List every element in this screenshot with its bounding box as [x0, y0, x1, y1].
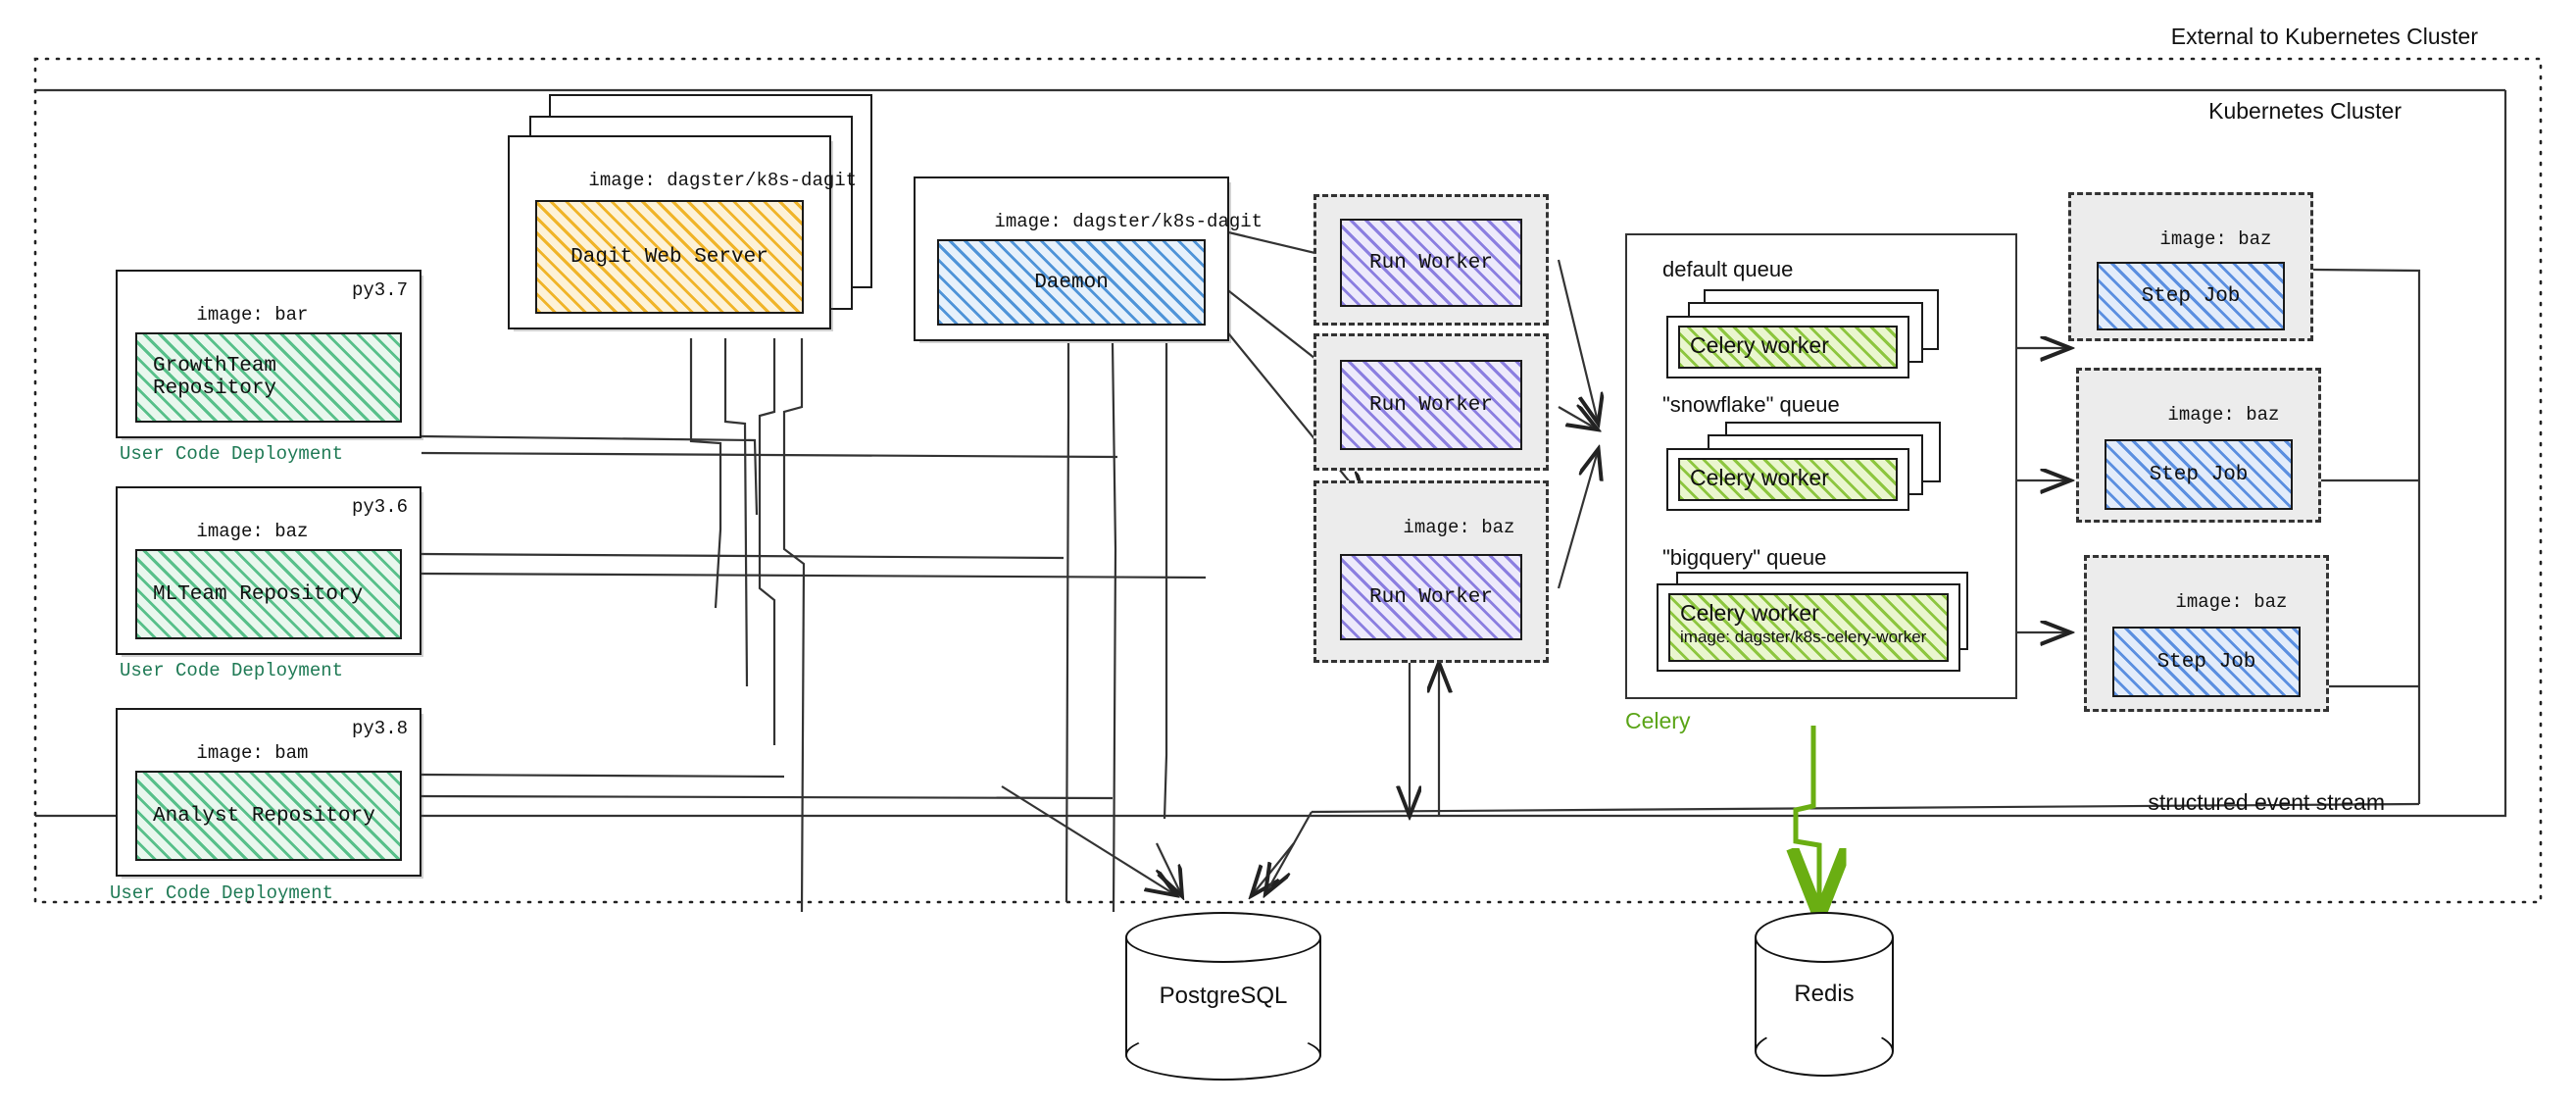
celery-worker-image-3: image: dagster/k8s-celery-worker: [1680, 628, 1927, 646]
deployment-2-caption: User Code Deployment: [120, 660, 344, 681]
celery-worker-label-3: Celery worker: [1680, 600, 1819, 626]
postgresql-cylinder-bottom: [1125, 1030, 1321, 1081]
datastore-redis[interactable]: Redis: [1755, 912, 1894, 1077]
celery-worker-card-1[interactable]: Celery worker: [1666, 316, 1909, 378]
postgresql-cylinder-top: [1125, 912, 1321, 963]
run-worker-pod-1[interactable]: Run Worker: [1313, 194, 1549, 326]
deployment-1-caption: User Code Deployment: [120, 443, 344, 465]
repository-box-mlteam[interactable]: MLTeam Repository: [135, 549, 402, 639]
queue-label-snowflake: "snowflake" queue: [1662, 392, 1840, 417]
redis-cylinder-bottom: [1755, 1026, 1894, 1077]
queue-label-default: default queue: [1662, 257, 1794, 281]
celery-worker-box-1[interactable]: Celery worker: [1678, 326, 1898, 369]
celery-worker-box-3[interactable]: Celery worker image: dagster/k8s-celery-…: [1668, 593, 1949, 662]
step-job-pod-2[interactable]: image: baz tag: 6 Step Job: [2076, 368, 2321, 523]
celery-label: Celery: [1625, 708, 1691, 733]
structured-event-stream-label: structured event stream: [2148, 789, 2385, 815]
celery-worker-card-2[interactable]: Celery worker: [1666, 448, 1909, 511]
step-job-box-1[interactable]: Step Job: [2097, 262, 2285, 330]
redis-label: Redis: [1794, 981, 1855, 1007]
deployment-2-python: py3.6: [351, 496, 408, 518]
postgresql-label: PostgreSQL: [1159, 982, 1288, 1009]
run-worker-pod-3[interactable]: image: baz tag: 6 Run Worker: [1313, 480, 1549, 663]
run-worker-box-1[interactable]: Run Worker: [1340, 219, 1522, 307]
repository-box-analyst[interactable]: Analyst Repository: [135, 771, 402, 861]
deployment-3-python: py3.8: [351, 718, 408, 739]
datastore-postgresql[interactable]: PostgreSQL: [1125, 912, 1321, 1081]
celery-worker-box-2[interactable]: Celery worker: [1678, 458, 1898, 501]
user-code-deployment-2[interactable]: image: baz tag: 6 py3.6 MLTeam Repositor…: [116, 486, 423, 657]
celery-worker-label-2: Celery worker: [1690, 465, 1829, 490]
daemon-box[interactable]: Daemon: [937, 239, 1206, 326]
step-job-pod-1[interactable]: image: baz tag: 6 Step Job: [2068, 192, 2313, 341]
user-code-deployment-1[interactable]: image: bar tag: 5 py3.7 GrowthTeam Repos…: [116, 270, 423, 440]
external-cluster-label: External to Kubernetes Cluster: [2170, 24, 2478, 49]
queue-label-bigquery: "bigquery" queue: [1662, 545, 1827, 570]
repository-box-growthteam[interactable]: GrowthTeam Repository: [135, 332, 402, 423]
dagit-web-server-box[interactable]: Dagit Web Server: [535, 200, 804, 314]
step-job-box-3[interactable]: Step Job: [2112, 627, 2301, 697]
kubernetes-cluster-label: Kubernetes Cluster: [2208, 98, 2402, 124]
redis-cylinder-top: [1755, 912, 1894, 963]
celery-worker-card-3[interactable]: Celery worker image: dagster/k8s-celery-…: [1657, 583, 1960, 672]
dagit-web-server-pod[interactable]: image: dagster/k8s-dagit tag: 0.11.0 Dag…: [508, 135, 857, 331]
user-code-deployment-3[interactable]: image: bam tag: latest py3.8 Analyst Rep…: [116, 708, 423, 879]
step-job-box-2[interactable]: Step Job: [2105, 439, 2293, 510]
deployment-3-caption: User Code Deployment: [110, 882, 334, 904]
run-worker-box-2[interactable]: Run Worker: [1340, 360, 1522, 450]
deployment-1-python: py3.7: [351, 279, 408, 301]
daemon-pod[interactable]: image: dagster/k8s-dagit tag: 0.11.0 Dae…: [914, 176, 1263, 343]
step-job-pod-3[interactable]: image: baz tag: 6 Step Job: [2084, 555, 2329, 712]
celery-worker-label-1: Celery worker: [1690, 332, 1829, 358]
run-worker-box-3[interactable]: Run Worker: [1340, 554, 1522, 640]
run-worker-pod-2[interactable]: Run Worker: [1313, 333, 1549, 471]
